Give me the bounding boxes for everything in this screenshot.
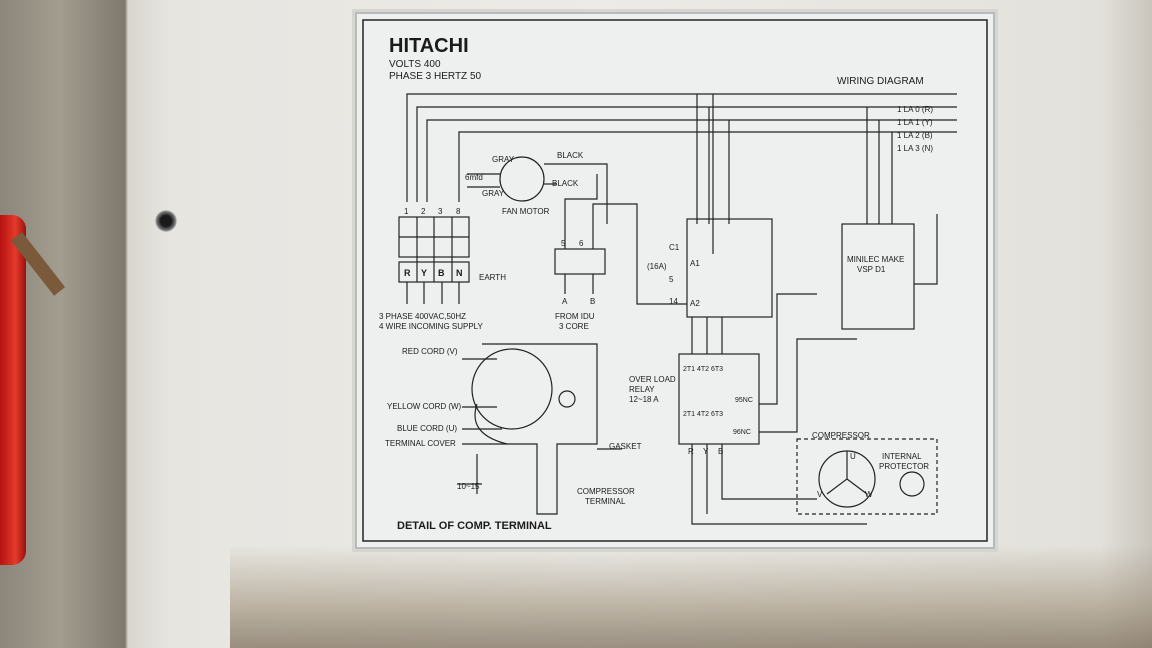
diagram-title: WIRING DIAGRAM [837, 76, 924, 87]
contactor-a1: A1 [690, 259, 700, 268]
la2-label: 1 LA 2 (B) [897, 131, 933, 140]
idu-a: A [562, 297, 568, 306]
brand-label: HITACHI [389, 35, 469, 57]
supply-t1: 1 [404, 207, 409, 216]
supply-n: N [456, 268, 463, 278]
fan-cap: 6mfd [465, 173, 483, 182]
screw-hole [155, 210, 177, 232]
overload-top: 2T1 4T2 6T3 [683, 366, 723, 373]
detail-dim: 10~15 [457, 482, 480, 491]
minilec-line1: MINILEC MAKE [847, 255, 904, 264]
overload-y: Y [703, 447, 709, 456]
detail-comp2: TERMINAL [585, 497, 626, 506]
protector-line1: INTERNAL [882, 452, 922, 461]
contactor-n5: 5 [669, 275, 674, 284]
supply-r: R [404, 268, 411, 278]
overload-b: B [718, 447, 723, 456]
overload-line3: 12~18 A [629, 395, 659, 404]
supply-t2: 2 [421, 207, 426, 216]
red-tool-handle [0, 215, 26, 565]
overload-bot: 2T1 4T2 6T3 [683, 411, 723, 418]
dirt-stain [230, 545, 1152, 648]
fan-black2: BLACK [552, 179, 579, 188]
idu-t6: 6 [579, 239, 584, 248]
detail-yellow: YELLOW CORD (W) [387, 402, 462, 411]
idu-b: B [590, 297, 595, 306]
detail-cover: TERMINAL COVER [385, 439, 456, 448]
compressor-v: V [817, 490, 823, 499]
idu-desc2: 3 CORE [559, 322, 589, 331]
fan-gray2: GRAY [482, 189, 505, 198]
compressor-u: U [850, 452, 856, 461]
earth-label: EARTH [479, 273, 506, 282]
supply-b: B [438, 268, 445, 278]
idu-desc1: FROM IDU [555, 312, 595, 321]
la3-label: 1 LA 3 (N) [897, 144, 933, 153]
contactor-n14: 14 [669, 297, 678, 306]
la1-label: 1 LA 1 (Y) [897, 118, 933, 127]
fan-black1: BLACK [557, 151, 584, 160]
idu-t5: 5 [561, 239, 566, 248]
volts-label: VOLTS 400 [389, 59, 441, 70]
overload-r: R [688, 447, 694, 456]
supply-desc1: 3 PHASE 400VAC,50HZ [379, 312, 466, 321]
detail-red: RED CORD (V) [402, 347, 458, 356]
overload-95nc: 95NC [735, 397, 753, 404]
overload-96nc: 96NC [733, 429, 751, 436]
overload-line1: OVER LOAD [629, 375, 676, 384]
fan-motor-label: FAN MOTOR [502, 207, 550, 216]
supply-desc2: 4 WIRE INCOMING SUPPLY [379, 322, 484, 331]
contactor-amp: (16A) [647, 262, 667, 271]
detail-blue: BLUE CORD (U) [397, 424, 457, 433]
contactor-c1: C1 [669, 243, 680, 252]
phase-label: PHASE 3 HERTZ 50 [389, 71, 482, 82]
supply-t8: 8 [456, 207, 461, 216]
overload-line2: RELAY [629, 385, 655, 394]
compressor-label: COMPRESSOR [812, 431, 870, 440]
detail-gasket: GASKET [609, 442, 642, 451]
la0-label: 1 LA 0 (R) [897, 105, 933, 114]
contactor-a2: A2 [690, 299, 700, 308]
supply-y: Y [421, 268, 427, 278]
protector-line2: PROTECTOR [879, 462, 929, 471]
wiring-diagram-svg: HITACHI VOLTS 400 PHASE 3 HERTZ 50 WIRIN… [362, 19, 988, 542]
minilec-line2: VSP D1 [857, 265, 886, 274]
compressor-w: W [865, 490, 873, 499]
detail-comp1: COMPRESSOR [577, 487, 635, 496]
wiring-diagram-plate: HITACHI VOLTS 400 PHASE 3 HERTZ 50 WIRIN… [355, 12, 995, 549]
supply-t3: 3 [438, 207, 443, 216]
fan-gray1: GRAY [492, 155, 515, 164]
detail-title: DETAIL OF COMP. TERMINAL [397, 520, 552, 532]
